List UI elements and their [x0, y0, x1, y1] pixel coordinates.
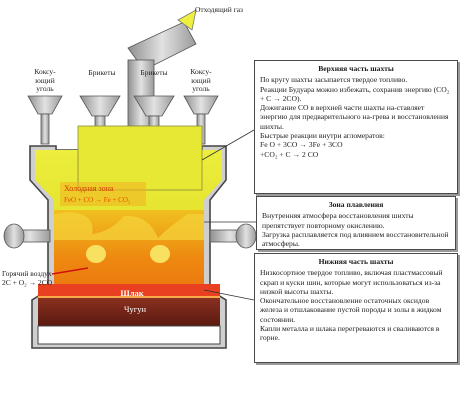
cold-zone-equation: FeO + CO → Fe + CO₂ — [64, 196, 131, 204]
iron-layer — [38, 298, 220, 326]
slag-label: Шлак — [120, 288, 144, 298]
briquettes-left-label: Брикеты — [88, 68, 116, 77]
hopper-briquettes-right — [133, 95, 175, 131]
leader-line-top — [201, 129, 255, 161]
melting-zone-line: Загрузка расплавляется под влиянием восс… — [262, 229, 449, 249]
hot-air-arrow — [51, 267, 89, 275]
tuyere-left — [3, 223, 51, 249]
lower-shaft-title: Нижняя часть шахты — [318, 257, 394, 266]
coke-right-label: Коксу-ющий уголь — [190, 67, 212, 93]
melting-zone-box: Зона плавления Внутренняя атмосфера восс… — [256, 196, 456, 250]
exhaust-gas-label: Отходящий газ — [194, 5, 243, 14]
hopper-coke-left — [27, 95, 63, 145]
upper-shaft-line: Реакции Будуара можно избежать, сохранив… — [260, 84, 450, 103]
coke-left-label: Коксу-ющий уголь — [34, 67, 56, 93]
upper-shaft-line: +CO₂ + C → 2 CO — [260, 149, 319, 159]
cold-zone-label: Холодная зона — [64, 184, 114, 193]
hot-air-label: Горячий воздух 2C + O₂ → 2CO — [2, 269, 53, 287]
melting-zone-title: Зона плавления — [328, 200, 384, 209]
upper-shaft-title: Верхняя часть шахты — [318, 64, 394, 73]
upper-shaft-line: Fe O + 3CO → 3Fe + 3CO — [260, 140, 343, 150]
flame-right — [150, 245, 170, 263]
iron-label: Чугун — [123, 304, 147, 314]
upper-shaft-line: Дожигание CO в верхней части шахты на-ст… — [260, 103, 449, 131]
lower-shaft-box: Нижняя часть шахты Низкосортное твердое … — [254, 253, 458, 363]
hearth-base — [37, 325, 221, 345]
briquettes-right-label: Брикеты — [140, 68, 168, 77]
flame-left — [86, 245, 106, 263]
hopper-briquettes-left — [79, 95, 121, 131]
upper-shaft-line: По кругу шахты засыпается твердое топлив… — [260, 75, 408, 85]
lower-shaft-line: Капли металла и шлака перегреваются и св… — [260, 324, 440, 343]
cold-zone-band — [60, 182, 146, 206]
lower-shaft-line: Низкосортное твердое топливо, включая пл… — [260, 268, 443, 296]
lower-shaft-line: Окончательное восстановление остаточных … — [260, 296, 442, 324]
exhaust-pipe — [127, 21, 197, 127]
upper-shaft-line: Быстрые реакции внутри агломератов: — [260, 131, 385, 141]
upper-shaft-box: Верхняя часть шахты По кругу шахты засып… — [254, 60, 458, 194]
melting-zone-line: Внутренняя атмосфера восстановления шихт… — [262, 211, 414, 230]
slag-layer — [38, 284, 220, 298]
tuyere-right — [209, 223, 257, 249]
exhaust-arrow — [177, 9, 197, 31]
leader-line-bottom — [203, 289, 255, 301]
